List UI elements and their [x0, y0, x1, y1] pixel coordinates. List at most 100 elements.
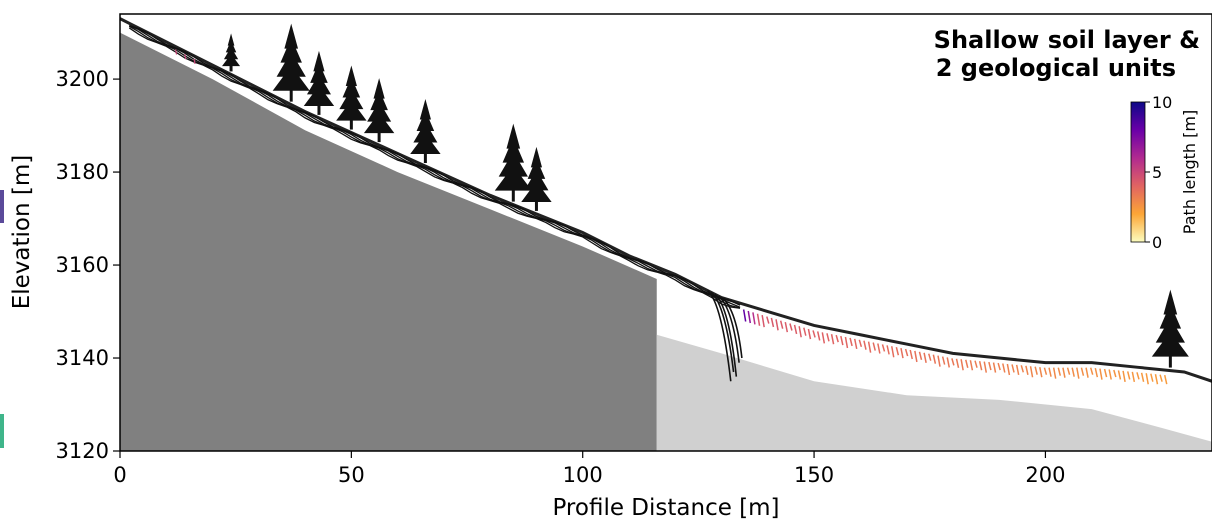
- path-track: [844, 336, 849, 349]
- path-track: [1140, 372, 1145, 382]
- path-track: [1071, 367, 1075, 377]
- path-track: [1066, 367, 1071, 375]
- conifer-tree-icon: [303, 50, 335, 115]
- tree-group: [222, 23, 1189, 368]
- path-track: [1154, 374, 1159, 385]
- path-track: [937, 355, 941, 367]
- trajectory-line: [129, 24, 741, 306]
- path-track: [1103, 368, 1108, 378]
- path-track: [853, 338, 858, 349]
- path-track: [756, 313, 761, 326]
- path-track: [867, 341, 872, 353]
- path-track: [816, 331, 821, 341]
- path-track: [983, 361, 988, 373]
- path-track: [849, 337, 853, 347]
- path-track: [974, 360, 978, 368]
- path-track: [1025, 365, 1029, 375]
- x-tick-label: 150: [794, 463, 834, 487]
- path-track: [747, 310, 752, 324]
- chart-title-line-2: 2 geological units: [936, 54, 1176, 82]
- path-track: [890, 346, 895, 358]
- conifer-tree-icon: [521, 146, 552, 211]
- path-track: [830, 334, 835, 345]
- path-track: [1131, 371, 1136, 383]
- path-track: [1043, 367, 1048, 375]
- neighbor-panel-swatch-purple: [0, 190, 4, 223]
- conifer-tree-icon: [410, 99, 441, 164]
- path-track: [923, 352, 927, 363]
- path-track: [877, 343, 881, 354]
- path-track: [174, 49, 178, 55]
- path-track: [881, 344, 886, 352]
- path-track: [965, 359, 969, 368]
- path-track: [812, 330, 816, 338]
- path-track: [872, 342, 876, 351]
- colorbar-title: Path length [m]: [1180, 110, 1199, 234]
- path-track: [1113, 369, 1117, 378]
- conifer-tree-icon: [336, 65, 367, 130]
- path-track: [988, 361, 992, 371]
- conifer-tree-icon: [222, 33, 241, 72]
- path-track: [742, 309, 747, 322]
- path-track: [1062, 367, 1066, 378]
- path-track: [858, 339, 863, 347]
- y-tick-label: 3120: [56, 439, 109, 463]
- path-track: [1057, 367, 1062, 376]
- x-tick-label: 100: [563, 463, 603, 487]
- trajectory-line: [128, 25, 741, 309]
- path-track: [1052, 367, 1057, 379]
- conifer-tree-icon: [1151, 289, 1189, 368]
- y-tick-label: 3140: [56, 346, 109, 370]
- path-track: [193, 58, 196, 64]
- path-track: [784, 321, 789, 333]
- path-track: [1108, 369, 1112, 380]
- path-track: [904, 348, 909, 357]
- path-track: [766, 316, 770, 324]
- path-track: [1029, 366, 1034, 378]
- path-track: [992, 362, 997, 373]
- path-track: [1020, 365, 1025, 373]
- chart-title-line-1: Shallow soil layer &: [934, 26, 1200, 54]
- path-track: [752, 312, 756, 325]
- path-track: [955, 358, 960, 368]
- path-track: [1117, 370, 1122, 380]
- y-axis-label: Elevation [m]: [9, 155, 35, 310]
- trajectory-line: [129, 25, 741, 308]
- path-track: [821, 332, 826, 344]
- path-track: [1136, 372, 1140, 380]
- path-track: [960, 359, 964, 371]
- path-track: [1122, 370, 1126, 383]
- path-track: [1015, 364, 1020, 376]
- upper-geological-unit: [656, 334, 1212, 451]
- plunging-trajectory: [710, 291, 735, 373]
- path-track: [184, 54, 187, 60]
- path-track: [1145, 373, 1149, 385]
- colorbar-gradient: [1130, 101, 1146, 243]
- colorbar-tick-label: 10: [1152, 93, 1172, 112]
- y-tick-label: 3200: [56, 67, 109, 91]
- plunging-trajectory: [707, 290, 732, 382]
- path-track: [1163, 374, 1168, 385]
- neighbor-panel-swatch-green: [0, 414, 4, 448]
- path-track: [978, 360, 983, 371]
- colorbar-tick-label: 0: [1152, 233, 1162, 252]
- path-track: [969, 360, 974, 371]
- path-track: [1039, 367, 1043, 378]
- surface-profile-line: [119, 17, 1212, 383]
- path-track: [946, 357, 950, 368]
- x-tick-label: 200: [1025, 463, 1065, 487]
- path-track: [779, 320, 784, 329]
- x-tick-label: 50: [338, 463, 365, 487]
- colorbar-tick-label: 5: [1152, 163, 1162, 182]
- trajectory-line: [128, 27, 741, 309]
- path-track: [1034, 366, 1038, 375]
- path-track: [1011, 364, 1015, 373]
- plunging-trajectory: [714, 293, 738, 377]
- path-track: [932, 354, 937, 364]
- x-axis: 0 50 100 150 200: [113, 451, 1065, 487]
- conifer-tree-icon: [272, 23, 310, 102]
- path-track: [793, 324, 798, 335]
- path-track: [918, 351, 923, 361]
- conifer-tree-icon: [363, 78, 395, 143]
- x-tick-label: 0: [113, 463, 126, 487]
